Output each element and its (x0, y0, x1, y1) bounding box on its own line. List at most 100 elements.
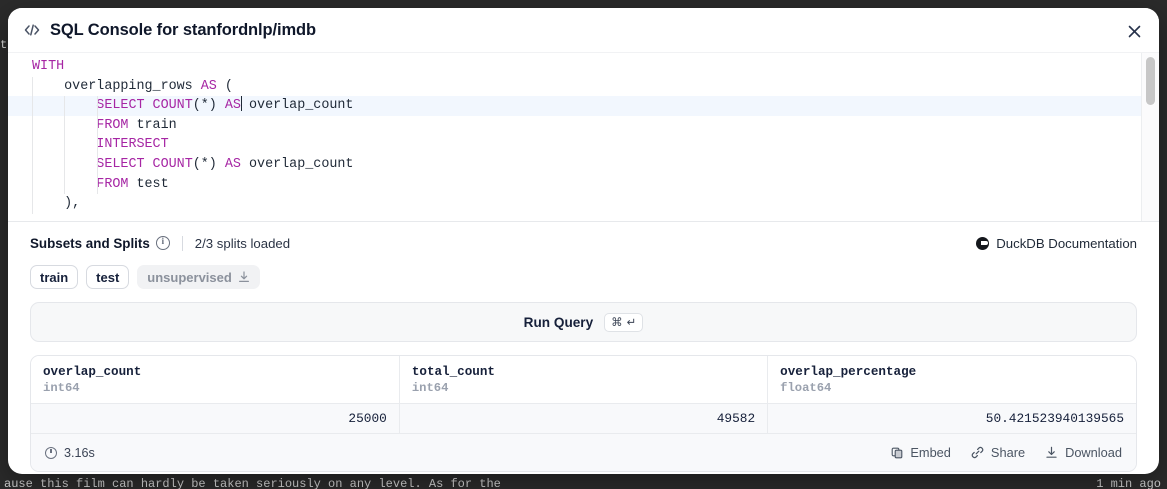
code-line[interactable]: FROM test (8, 174, 1141, 195)
sql-keyword: FROM (96, 176, 129, 192)
duckdb-documentation-link[interactable]: DuckDB Documentation (976, 236, 1137, 251)
footer-action-label: Download (1065, 445, 1122, 460)
sql-text: test (128, 176, 169, 192)
column-header[interactable]: overlap_count int64 (31, 356, 400, 404)
splits-header: Subsets and Splits i 2/3 splits loaded D… (30, 232, 1137, 254)
text-cursor (240, 96, 242, 112)
elapsed-time: 3.16s (45, 446, 95, 460)
footer-action-embed[interactable]: Embed (891, 445, 951, 460)
split-chip-label: unsupervised (147, 269, 232, 285)
indent-guide (32, 115, 33, 136)
sql-editor[interactable]: WITH overlapping_rows AS ( SELECT COUNT(… (8, 52, 1159, 222)
column-header[interactable]: total_count int64 (399, 356, 769, 404)
close-icon[interactable] (1121, 18, 1147, 44)
code-line[interactable]: WITH (8, 57, 1141, 77)
indent-guide (64, 154, 66, 175)
indent-guide (96, 154, 98, 175)
sql-editor-content[interactable]: WITH overlapping_rows AS ( SELECT COUNT(… (8, 53, 1141, 221)
column-name: overlap_percentage (780, 365, 917, 379)
sql-text: (*) (192, 98, 225, 114)
split-chip-train[interactable]: train (30, 265, 79, 289)
column-name: overlap_count (43, 365, 142, 379)
indent-guide (32, 76, 33, 97)
indent-guide (64, 96, 66, 116)
background-text-right: 1 min ago (1096, 477, 1161, 489)
sql-keyword: SELECT COUNT (96, 156, 193, 172)
sql-keyword: AS (200, 78, 217, 94)
indent-guide (96, 115, 98, 136)
split-chip-list: train test unsupervised (30, 265, 1137, 289)
page-title: SQL Console for stanfordnlp/imdb (50, 20, 316, 39)
sql-keyword: AS (224, 98, 241, 114)
sql-keyword: INTERSECT (96, 137, 169, 153)
sql-keyword: AS (224, 156, 241, 172)
footer-action-label: Share (990, 445, 1026, 460)
download-icon (1045, 446, 1058, 459)
column-type: int64 (43, 381, 80, 395)
indent-guide (96, 96, 98, 116)
subsets-and-splits-section: Subsets and Splits i 2/3 splits loaded D… (8, 222, 1159, 289)
split-chip-label: train (40, 269, 69, 285)
code-line[interactable]: overlapping_rows AS ( (8, 76, 1141, 97)
sql-keyword: WITH (32, 59, 65, 74)
duckdb-logo-icon (976, 236, 990, 250)
download-icon[interactable] (238, 271, 250, 283)
split-chip-test[interactable]: test (86, 265, 130, 289)
run-query-button[interactable]: Run Query ⌘ ↵ (30, 302, 1137, 342)
copy-icon (891, 447, 903, 459)
sql-console-modal: SQL Console for stanfordnlp/imdb WITH ov… (8, 8, 1159, 474)
sql-text: (*) (192, 156, 225, 172)
column-type: float64 (780, 381, 832, 395)
footer-action-label: Embed (910, 445, 951, 460)
split-chip-unsupervised[interactable]: unsupervised (137, 265, 260, 289)
editor-vertical-scrollbar[interactable] (1141, 53, 1159, 221)
sql-text: train (128, 117, 177, 133)
column-header[interactable]: overlap_percentage float64 (767, 356, 1136, 404)
shortcut-modifier: ⌘ (611, 317, 623, 329)
info-icon[interactable]: i (155, 236, 170, 250)
shortcut-key: ↵ (626, 317, 637, 329)
indent-guide (96, 135, 98, 155)
split-chip-label: test (96, 269, 120, 285)
code-line[interactable]: SELECT COUNT(*) AS overlap_count (8, 96, 1141, 116)
table-cell: 25000 (31, 403, 400, 434)
splits-title: Subsets and Splits (30, 235, 150, 251)
sql-text: overlap_count (240, 156, 354, 172)
sql-text: ( (216, 78, 233, 94)
link-icon (971, 446, 984, 459)
background-text-left: t (0, 38, 8, 52)
code-line[interactable]: ), (8, 194, 1141, 214)
indent-guide (32, 174, 33, 195)
code-line[interactable]: SELECT COUNT(*) AS overlap_count (8, 154, 1141, 175)
indent-guide (32, 154, 33, 175)
splits-loaded-status: 2/3 splits loaded (194, 235, 291, 251)
run-query-label: Run Query (523, 314, 594, 330)
footer-action-share[interactable]: Share (971, 445, 1025, 460)
code-line[interactable]: INTERSECT (8, 135, 1141, 155)
footer-action-download[interactable]: Download (1045, 445, 1122, 460)
indent-guide (96, 174, 98, 195)
indent-guide (32, 135, 33, 155)
indent-guide (64, 174, 66, 195)
table-cell: 50.421523940139565 (767, 403, 1136, 434)
sql-keyword: SELECT COUNT (96, 98, 193, 114)
duckdb-documentation-label: DuckDB Documentation (996, 235, 1137, 251)
indent-guide (64, 135, 66, 155)
elapsed-time-label: 3.16s (64, 445, 95, 460)
clock-icon (45, 446, 57, 459)
sql-text: overlapping_rows (32, 78, 201, 94)
sql-keyword: FROM (96, 117, 129, 133)
sql-text: ), (32, 196, 81, 212)
code-line[interactable]: FROM train (8, 115, 1141, 136)
divider (181, 235, 183, 251)
run-query-shortcut: ⌘ ↵ (604, 312, 644, 332)
background-review-text: ause this film can hardly be taken serio… (4, 477, 501, 489)
editor-scrollbar-thumb[interactable] (1146, 57, 1155, 105)
column-type: int64 (411, 381, 449, 395)
sql-text: overlap_count (240, 98, 354, 114)
column-name: total_count (411, 365, 495, 379)
